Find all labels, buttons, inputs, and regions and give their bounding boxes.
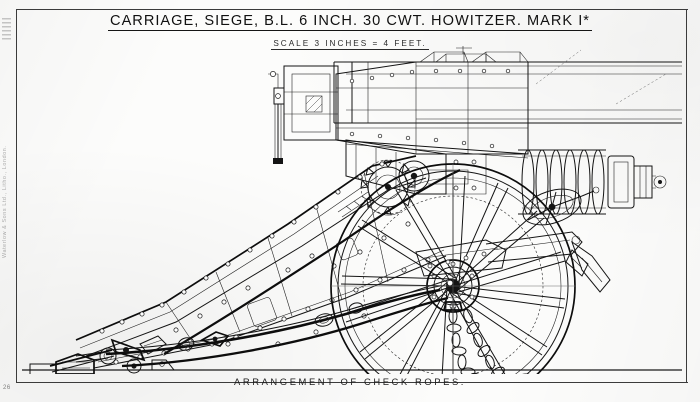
howitzer-elevation-drawing xyxy=(16,44,688,374)
breech-block xyxy=(268,65,339,164)
recuperator-spring xyxy=(518,149,667,215)
frame-border-top xyxy=(16,9,688,11)
travelling-lock xyxy=(49,335,167,373)
frame-border-bottom xyxy=(16,382,688,384)
check-rope xyxy=(121,296,449,368)
check-rope xyxy=(163,169,461,355)
trail-rivet-row-top xyxy=(99,161,385,334)
axle-bracket xyxy=(415,231,611,293)
trail-rivet-row-bottom xyxy=(113,257,431,365)
construction-lines xyxy=(331,73,667,374)
trunnion-bearing xyxy=(345,139,487,195)
check-rope-assembly xyxy=(75,169,461,368)
cradle-rivets xyxy=(349,68,511,149)
subtitle-block: SCALE 3 INCHES = 4 FEET. xyxy=(0,33,700,51)
plate-number: 26 xyxy=(3,385,11,391)
caption-block: ARRANGEMENT OF CHECK ROPES. xyxy=(0,372,700,390)
frame-border-right xyxy=(686,9,688,383)
rope-thimbles xyxy=(177,302,364,351)
printer-credit: Waterlow & Sons Ltd., Litho., London. xyxy=(2,145,8,259)
check-chain xyxy=(463,308,505,374)
trail xyxy=(29,155,447,374)
drag-shoe xyxy=(565,249,589,277)
check-chain-assembly xyxy=(442,301,530,374)
sheet-edge-marks xyxy=(2,18,11,40)
cradle xyxy=(335,51,529,159)
frame-border-left xyxy=(16,9,18,383)
check-rope xyxy=(105,288,441,356)
scale-note: SCALE 3 INCHES = 4 FEET. xyxy=(271,39,429,50)
figure-caption: ARRANGEMENT OF CHECK ROPES. xyxy=(233,376,467,387)
title-block: CARRIAGE, SIEGE, B.L. 6 INCH. 30 CWT. HO… xyxy=(0,12,700,31)
page-title: CARRIAGE, SIEGE, B.L. 6 INCH. 30 CWT. HO… xyxy=(108,13,592,31)
check-chain xyxy=(446,308,485,374)
ordnance-barrel xyxy=(333,46,682,124)
coil-turns xyxy=(521,149,605,215)
